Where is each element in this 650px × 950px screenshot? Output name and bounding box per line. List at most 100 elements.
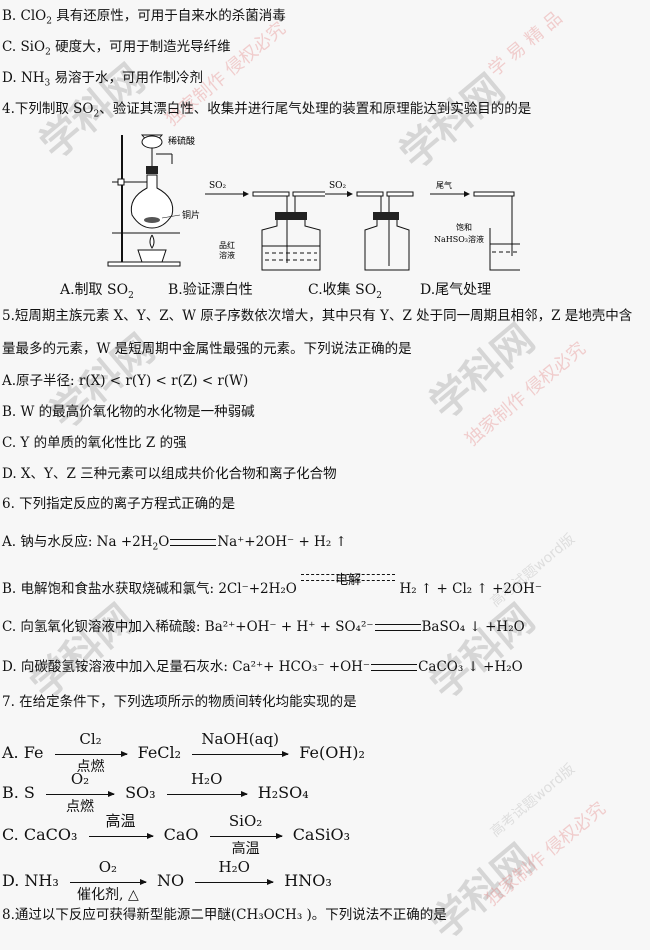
reaction-arrow: Cl₂ 点燃 <box>54 730 128 775</box>
solution-label: 品红 <box>219 240 235 250</box>
q5-option-a: A.原子半径: r(X) < r(Y) < r(Z) < r(W) <box>2 373 249 389</box>
stem-text: 4.下列制取 SO <box>2 101 94 117</box>
intermediate: SO₃ <box>125 783 156 802</box>
intermediate: NO <box>156 871 185 890</box>
reaction-arrow: NaOH(aq) <box>192 730 290 757</box>
apparatus-collect-figure: SO₂ <box>325 181 414 271</box>
q8-stem: 8.通过以下反应可获得新型能源二甲醚(CH₃OCH₃ )。下列说法不正确的是 <box>2 907 447 923</box>
gas-label: SO₂ <box>329 181 347 191</box>
q5-option-c: C. Y 的单质的氧化性比 Z 的强 <box>2 435 187 451</box>
formula-sub: 2 <box>46 16 52 27</box>
reactant: D. NH₃ <box>2 871 59 890</box>
equals-sign <box>374 624 421 631</box>
q3-option-c: C. SiO2 硬度大，可用于制造光导纤维 <box>2 38 231 58</box>
equation-lhs: B. 电解饱和食盐水获取烧碱和氯气: 2Cl⁻+2H₂O <box>2 581 297 597</box>
equation-rhs: CaCO₃ ↓ +H₂O <box>418 659 523 675</box>
formula-sub: 2 <box>376 290 382 301</box>
option-text: 具有还原性，可用于自来水的杀菌消毒 <box>56 8 286 24</box>
apparatus-generator-figure: 铜片 稀硫酸 <box>107 134 200 267</box>
gas-label: SO₂ <box>209 181 227 191</box>
watermark-text: 高考试题word版 <box>487 761 578 841</box>
reaction-arrow: 高温 <box>88 812 154 839</box>
option-label: B. <box>2 8 17 24</box>
equation-lhs: O <box>158 534 170 550</box>
watermark-logo: 学科网 <box>421 315 544 429</box>
watermark-logo: 学科网 <box>21 595 144 709</box>
arrow-top-text: H₂O <box>218 858 250 876</box>
watermark-text: 独家制作 侵权必究 <box>461 337 590 451</box>
equals-sign <box>170 539 217 546</box>
arrow-top-text: 高温 <box>105 812 136 830</box>
watermark-logo: 学科网 <box>391 65 514 179</box>
solution-label: NaHSO₃溶液 <box>434 234 484 244</box>
q6-option-c: C. 向氢氧化钡溶液中加入稀硫酸: Ba²⁺+OH⁻ + H⁺ + SO₄²⁻ B… <box>2 618 525 636</box>
formula-sub: 3 <box>44 78 51 89</box>
watermark-text: 高考试题word版 <box>487 531 578 611</box>
formula: SiO <box>20 39 46 55</box>
q5-stem-line2: 量最多的元素，W 是短周期中金属性最强的元素。下列说法正确的是 <box>2 341 412 357</box>
caption-b: B.验证漂白性 <box>168 282 253 298</box>
q6-option-d: D. 向碳酸氢铵溶液中加入足量石灰水: Ca²⁺+ HCO₃⁻ +OH⁻ CaCO… <box>2 658 523 676</box>
apparatus-tail-gas-figure: 尾气 饱和 NaHSO₃溶液 <box>430 180 520 271</box>
arrow-top-text: O₂ <box>98 858 118 876</box>
product: HNO₃ <box>284 871 332 890</box>
watermark-logo: 学科网 <box>421 595 544 709</box>
option-label: D. <box>2 70 17 86</box>
watermark-text: 独家制作 侵权必究 <box>481 797 610 911</box>
reaction-arrow: H₂O <box>166 770 248 797</box>
product: CaSiO₃ <box>292 825 351 844</box>
reaction-arrow: SiO₂ 高温 <box>209 812 283 857</box>
arrow-bottom-text: 高温 <box>231 841 260 857</box>
q3-option-b: B. ClO2 具有还原性，可用于自来水的杀菌消毒 <box>2 7 286 27</box>
formula: ClO <box>20 8 47 24</box>
solution-label: 饱和 <box>456 222 472 232</box>
arrow-top-text: H₂O <box>190 770 223 788</box>
product: Fe(OH)₂ <box>299 743 365 762</box>
q7-option-d: D. NH₃ O₂ 催化剂, △ NO H₂O HNO₃ <box>2 858 332 903</box>
q3-option-d: D. NH3 易溶于水，可用作制冷剂 <box>2 69 204 89</box>
caption-a: A.制取 SO2 <box>60 279 134 301</box>
equals-sign <box>371 664 418 671</box>
q5-stem-line1: 5.短周期主族元素 X、Y、Z、W 原子序数依次增大，其中只有 Y、Z 处于同一… <box>2 308 633 324</box>
formula-sub: 2 <box>93 109 100 120</box>
option-text: 易溶于水，可用作制冷剂 <box>54 70 204 86</box>
arrow-top-text: Cl₂ <box>79 730 102 748</box>
caption-text: C.收集 SO <box>308 282 377 298</box>
arrow-top-text: NaOH(aq) <box>201 730 280 748</box>
option-text: 硬度大，可用于制造光导纤维 <box>55 39 231 55</box>
reaction-arrow: O₂ 催化剂, △ <box>69 858 147 903</box>
reactant: C. CaCO₃ <box>2 825 78 844</box>
option-label: C. <box>2 39 17 55</box>
stem-text: 、验证其漂白性、收集并进行尾气处理的装置和原理能达到实验目的的是 <box>99 101 532 117</box>
q5-option-b: B. W 的最高价氧化物的水化物是一种弱碱 <box>2 404 255 420</box>
arrow-bottom-text: 催化剂, △ <box>77 887 139 903</box>
reaction-arrow: H₂O <box>195 858 275 885</box>
caption-c: C.收集 SO2 <box>308 279 382 301</box>
equation-lhs: D. 向碳酸氢铵溶液中加入足量石灰水: Ca²⁺+ HCO₃⁻ +OH⁻ <box>2 659 371 675</box>
formula-sub: 2 <box>128 290 134 301</box>
equation-lhs: C. 向氢氧化钡溶液中加入稀硫酸: Ba²⁺+OH⁻ + H⁺ + SO₄²⁻ <box>2 619 374 635</box>
reactant: B. S <box>2 783 35 802</box>
arrow-top-text: SiO₂ <box>228 812 263 830</box>
condition-text: 电解 <box>335 572 362 588</box>
apparatus-bleaching-figure: SO₂ 品红 溶液 <box>205 181 325 271</box>
equation-lhs: A. 钠与水反应: Na +2H <box>2 534 153 550</box>
gas-label: 尾气 <box>436 180 452 190</box>
formula-sub: 2 <box>45 47 51 58</box>
formula: NH <box>20 70 45 86</box>
q7-stem: 7. 在给定条件下，下列选项所示的物质间转化均能实现的是 <box>2 694 357 710</box>
equation-rhs: BaSO₄ ↓ +H₂O <box>421 619 525 635</box>
q5-option-d: D. X、Y、Z 三种元素可以组成共价化合物和离子化合物 <box>2 466 337 482</box>
arrow-bottom-text: 点燃 <box>76 759 105 775</box>
arrow-bottom-text: 点燃 <box>65 799 94 815</box>
product: H₂SO₄ <box>257 783 309 802</box>
reactant: A. Fe <box>2 743 44 762</box>
equation-rhs: Na⁺+2OH⁻ + H₂ ↑ <box>217 534 347 550</box>
q4-stem: 4.下列制取 SO2、验证其漂白性、收集并进行尾气处理的装置和原理能达到实验目的… <box>2 100 532 120</box>
q6-stem: 6. 下列指定反应的离子方程式正确的是 <box>2 496 236 512</box>
